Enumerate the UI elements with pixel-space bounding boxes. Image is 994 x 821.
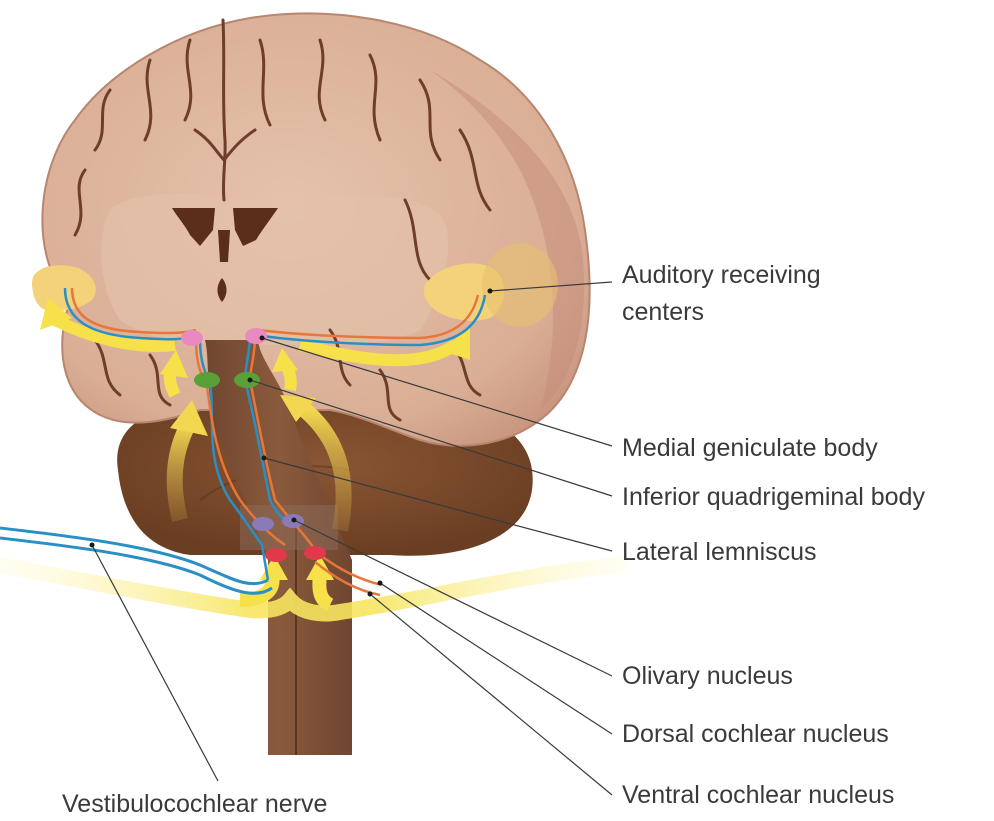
olivary-left xyxy=(252,517,274,531)
label-inferior-quadrigeminal-body: Inferior quadrigeminal body xyxy=(622,483,925,511)
medial-geniculate-left xyxy=(181,330,203,346)
medial-geniculate-right xyxy=(245,328,267,344)
cerebrum xyxy=(42,13,589,445)
inferior-quadrigeminal-right xyxy=(234,372,260,388)
cochlear-nucleus-left xyxy=(265,548,287,562)
label-vestibulocochlear-nerve: Vestibulocochlear nerve xyxy=(62,790,327,818)
label-ventral-cochlear-nucleus: Ventral cochlear nucleus xyxy=(622,781,894,809)
label-olivary-nucleus: Olivary nucleus xyxy=(622,662,793,690)
cochlear-nucleus-right xyxy=(304,546,326,560)
inferior-quadrigeminal-left xyxy=(194,372,220,388)
label-medial-geniculate-body: Medial geniculate body xyxy=(622,434,878,462)
label-dorsal-cochlear-nucleus: Dorsal cochlear nucleus xyxy=(622,720,889,748)
label-auditory-receiving-line2: centers xyxy=(622,298,704,326)
label-auditory-receiving-line1: Auditory receiving xyxy=(622,261,821,289)
label-lateral-lemniscus: Lateral lemniscus xyxy=(622,538,817,566)
